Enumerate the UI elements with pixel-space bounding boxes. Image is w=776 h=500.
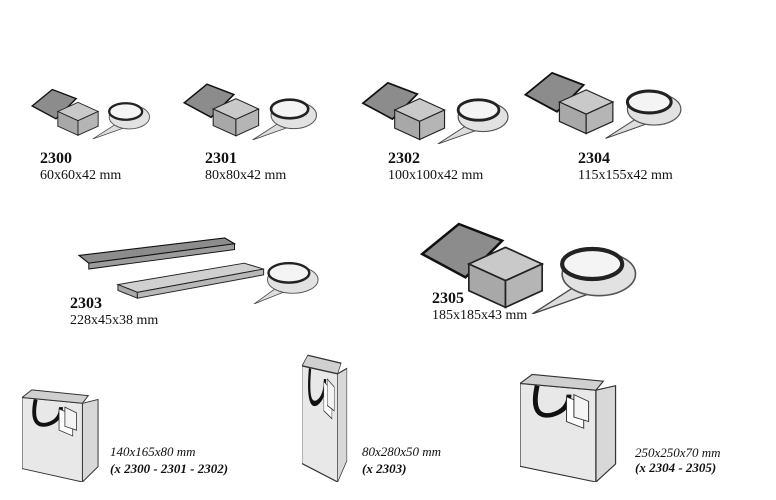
product-code: 2301: [205, 150, 237, 167]
product-dimensions: 228x45x38 mm: [70, 313, 159, 328]
bag-fits: (x 2300 - 2301 - 2302): [110, 461, 229, 476]
box-2302-illustration: [355, 76, 525, 144]
product-code: 2304: [578, 150, 610, 167]
product-dimensions: 185x185x43 mm: [432, 308, 528, 323]
product-code: 2302: [388, 150, 420, 167]
product-dimensions: 60x60x42 mm: [40, 168, 122, 183]
product-dimensions: 115x155x42 mm: [578, 168, 673, 183]
large-bag-illustration: [520, 370, 618, 482]
product-code: 2303: [70, 295, 102, 312]
bottle-bag-illustration: [302, 350, 348, 482]
bag-dimensions: 80x280x50 mm: [362, 444, 442, 459]
product-dimensions: 80x80x42 mm: [205, 168, 287, 183]
box-2301-illustration: [182, 78, 327, 140]
bag-dimensions: 140x165x80 mm: [110, 444, 196, 459]
product-code: 2300: [40, 150, 72, 167]
bag-fits: (x 2304 - 2305): [635, 460, 717, 475]
small-bag-illustration: [22, 386, 100, 482]
product-dimensions: 100x100x42 mm: [388, 168, 484, 183]
bag-dimensions: 250x250x70 mm: [635, 445, 721, 460]
box-2304-illustration: [523, 58, 693, 146]
bag-fits: (x 2303): [362, 461, 407, 476]
product-code: 2305: [432, 290, 464, 307]
box-2303-illustration: [78, 236, 323, 304]
box-2300-illustration: [27, 84, 162, 139]
